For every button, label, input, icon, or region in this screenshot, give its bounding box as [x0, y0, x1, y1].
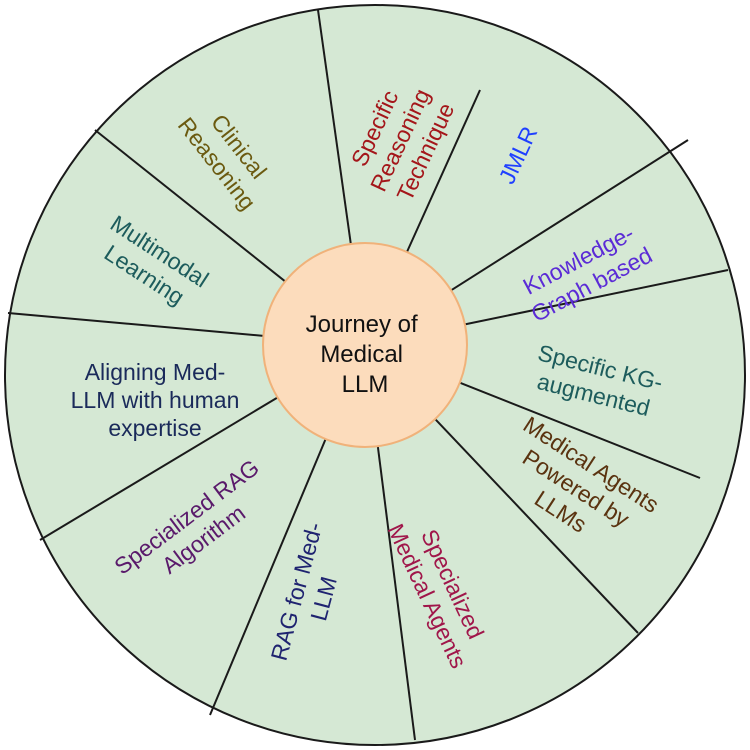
segment-divider — [39, 396, 279, 541]
segment-dividers — [7, 9, 729, 741]
center-hub — [262, 242, 468, 448]
segment-label-line: LLM with human — [71, 387, 240, 413]
segment-divider — [376, 446, 416, 741]
segment-divider — [464, 269, 729, 326]
segment-divider — [450, 139, 689, 292]
segment-divider — [434, 418, 639, 634]
segment-divider — [406, 89, 481, 253]
segment-divider — [7, 312, 264, 337]
center-title-line: Journey of — [306, 311, 418, 338]
center-title: Journey of Medical LLM — [306, 311, 425, 398]
center-title-line: Medical — [320, 341, 403, 368]
segment-divider — [317, 9, 352, 245]
segment-label-line: Aligning Med- — [85, 359, 226, 385]
segment-divider — [459, 381, 701, 479]
center-title-line: LLM — [342, 371, 389, 398]
segment-divider — [94, 129, 286, 283]
segment-divider — [209, 438, 327, 716]
segment-label-line: expertise — [108, 415, 201, 441]
